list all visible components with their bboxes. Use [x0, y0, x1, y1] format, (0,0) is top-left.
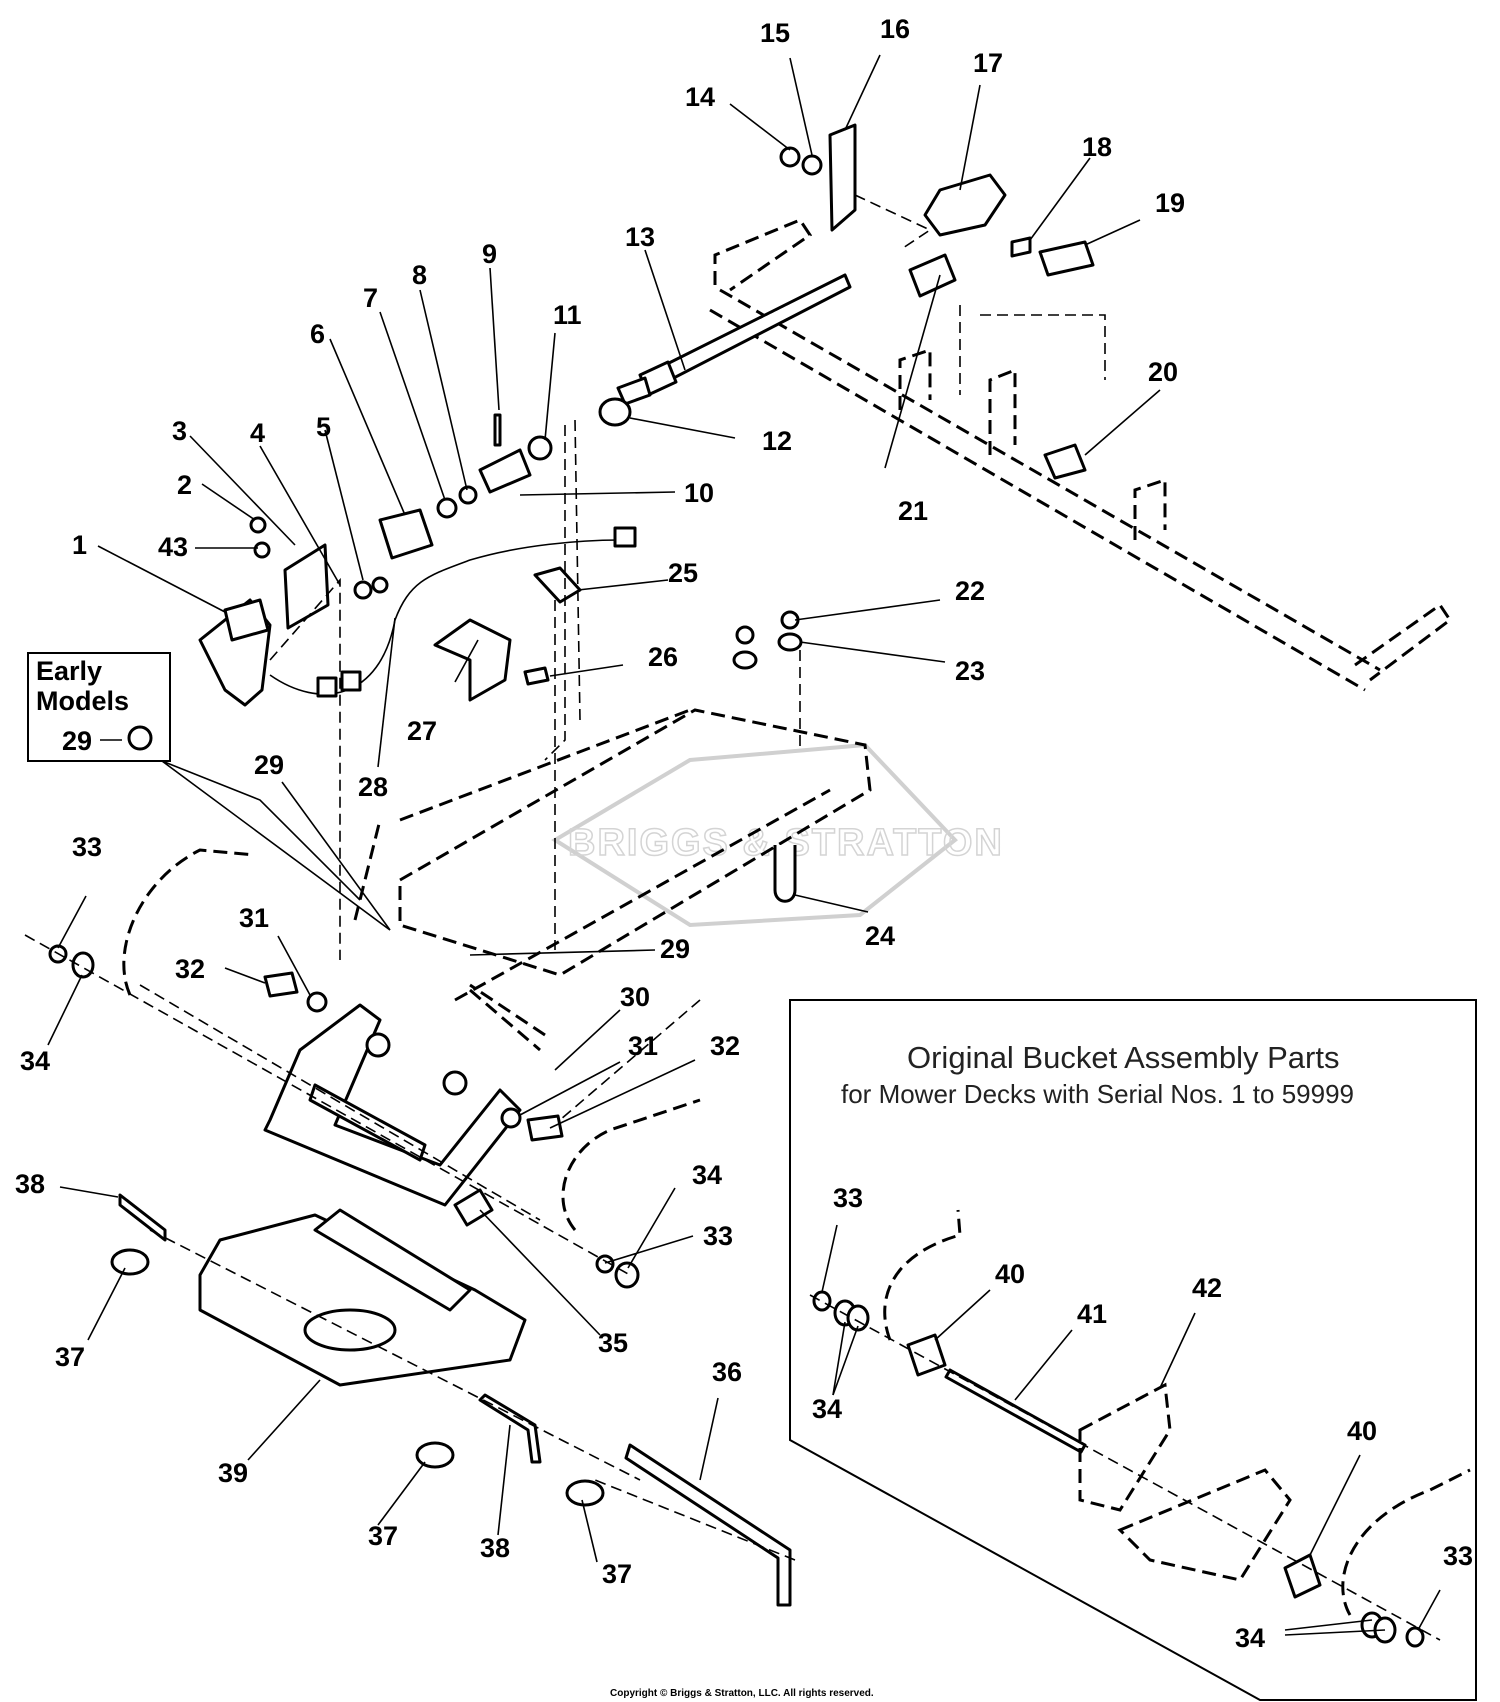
callout-32-a: 32: [175, 954, 205, 984]
callout-43: 43: [158, 532, 188, 562]
callout-39: 39: [218, 1458, 248, 1488]
part-23-washer: [777, 632, 803, 652]
callout-34-a: 34: [20, 1046, 50, 1076]
callout-41: 41: [1077, 1299, 1107, 1329]
callout-32-b: 32: [710, 1031, 740, 1061]
callout-9: 9: [482, 239, 497, 269]
callout-4: 4: [250, 418, 265, 448]
callout-18: 18: [1082, 132, 1112, 162]
callout-37-c: 37: [602, 1559, 632, 1589]
callout-38-b: 38: [480, 1533, 510, 1563]
callout-34-d: 34: [1235, 1623, 1265, 1653]
callout-5: 5: [316, 412, 331, 442]
lift-shaft-assembly: [709, 218, 1453, 692]
part-17-swivel: [923, 173, 1007, 237]
callout-15: 15: [760, 18, 790, 48]
callout-labels: 1 2 3 4 5 6 7 8 9 10 11 12 13 14 15 16 1…: [15, 14, 1473, 1653]
part-26-screw: [523, 666, 550, 686]
callout-34-c: 34: [812, 1394, 842, 1424]
callout-31-a: 31: [239, 903, 269, 933]
callout-42: 42: [1192, 1273, 1222, 1303]
callout-20: 20: [1148, 357, 1178, 387]
callout-14: 14: [685, 82, 715, 112]
callout-36: 36: [712, 1357, 742, 1387]
callout-2: 2: [177, 470, 192, 500]
callout-19: 19: [1155, 188, 1185, 218]
leader-lines: [47, 54, 1441, 1636]
harness-connector-end: [613, 526, 637, 548]
callout-33-d: 33: [1443, 1541, 1473, 1571]
callout-12: 12: [762, 426, 792, 456]
callout-35: 35: [598, 1328, 628, 1358]
callout-31-b: 31: [628, 1031, 658, 1061]
inset-title: Original Bucket Assembly Parts: [907, 1040, 1339, 1075]
early-models-line2: Models: [36, 686, 129, 716]
part-14-nut: [779, 146, 801, 168]
part-13-threaded-rod: [616, 273, 852, 406]
part-27-bracket: [433, 618, 512, 702]
part-20-bolt: [1043, 443, 1087, 480]
callout-16: 16: [880, 14, 910, 44]
bucket-assembly: [48, 848, 792, 1607]
part-15-washer: [801, 154, 823, 176]
inset-subtitle: for Mower Decks with Serial Nos. 1 to 59…: [841, 1079, 1354, 1109]
callout-22: 22: [955, 576, 985, 606]
callout-1: 1: [72, 530, 87, 560]
copyright-notice: Copyright © Briggs & Stratton, LLC. All …: [610, 1688, 874, 1699]
part-22-nut-left: [735, 625, 755, 645]
callout-11: 11: [553, 300, 582, 330]
callout-6: 6: [310, 319, 325, 349]
part-16-bracket: [828, 123, 857, 232]
callout-40-a: 40: [995, 1259, 1025, 1289]
harness-connector-b: [340, 670, 362, 692]
callout-25: 25: [668, 558, 698, 588]
callout-27: 27: [407, 716, 437, 746]
callout-29-a: 29: [254, 750, 284, 780]
callout-34-b: 34: [692, 1160, 722, 1190]
part-24-u-bolt: [773, 845, 797, 903]
callout-10: 10: [684, 478, 714, 508]
mower-frame: [353, 708, 872, 1052]
harness-connector-a: [316, 676, 338, 698]
part-25-clamp: [533, 566, 582, 604]
callout-30: 30: [620, 982, 650, 1012]
callout-38-a: 38: [15, 1169, 45, 1199]
callout-3: 3: [172, 416, 187, 446]
callout-17: 17: [973, 48, 1003, 78]
early-models-line1: Early: [36, 656, 102, 686]
callout-21: 21: [898, 496, 928, 526]
callout-7: 7: [363, 283, 378, 313]
callout-13: 13: [625, 222, 655, 252]
callout-40-b: 40: [1347, 1416, 1377, 1446]
part-21-spacer: [908, 253, 957, 298]
callout-33-a: 33: [72, 832, 102, 862]
early-models-box: Early Models 29: [27, 652, 391, 931]
part-12-bushing: [598, 397, 632, 427]
assembly-dashed-lines: [24, 194, 1441, 1641]
callout-37-a: 37: [55, 1342, 85, 1372]
part-19-coupler: [1038, 240, 1095, 277]
callout-29-b: 29: [660, 934, 690, 964]
actuator-motor-group: [198, 413, 553, 707]
callout-23: 23: [955, 656, 985, 686]
callout-8: 8: [412, 260, 427, 290]
part-23-washer-left: [732, 650, 758, 670]
inset-original-bucket: Original Bucket Assembly Parts for Mower…: [789, 999, 1477, 1701]
callout-33-c: 33: [833, 1183, 863, 1213]
early-models-callout: 29: [62, 726, 92, 756]
callout-33-b: 33: [703, 1221, 733, 1251]
callout-24: 24: [865, 921, 895, 951]
callout-37-b: 37: [368, 1521, 398, 1551]
callout-28: 28: [358, 772, 388, 802]
part-18-pin: [1010, 236, 1032, 258]
callout-26: 26: [648, 642, 678, 672]
